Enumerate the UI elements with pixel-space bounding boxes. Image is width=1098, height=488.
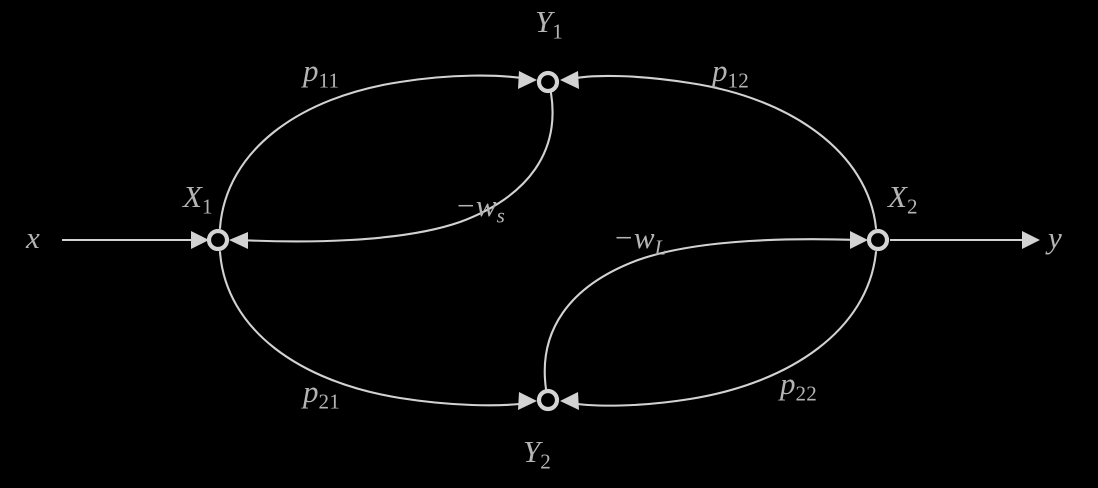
- edge-label-p12: p12: [712, 53, 749, 93]
- node-X2[interactable]: [866, 228, 890, 252]
- node-label-X1: X1: [183, 179, 213, 219]
- arrowhead-into-Y2-right: [560, 392, 579, 410]
- edge-curve-p22: [568, 250, 878, 407]
- edge-X1-to-Y1: [218, 71, 537, 230]
- edge-X1-to-Y2: [218, 250, 537, 410]
- edge-label-p11: p11: [303, 53, 340, 93]
- edge-curve-p11: [218, 74, 529, 230]
- edge-Y2-to-X2: [543, 231, 868, 391]
- node-label-Y2: Y2: [523, 434, 551, 474]
- edge-x-to-X1: [62, 231, 209, 249]
- node-Y2[interactable]: [536, 388, 560, 412]
- edge-label-minus-ws: −ws: [455, 188, 505, 228]
- edge-label-minus-wL: −wL: [613, 220, 667, 260]
- edge-curve-p12: [568, 74, 878, 230]
- arrowhead-into-Y1-left: [518, 71, 537, 89]
- edge-X2-to-Y1: [560, 71, 878, 230]
- node-label-X2: X2: [888, 179, 918, 219]
- node-X1[interactable]: [206, 228, 230, 252]
- arrowhead-into-y: [1022, 231, 1040, 249]
- node-label-Y1: Y1: [535, 4, 563, 44]
- edge-label-p21: p21: [303, 374, 340, 414]
- arrowhead-into-Y1-right: [560, 71, 579, 89]
- arrowhead-into-X2-left: [850, 231, 868, 249]
- output-label-y: y: [1048, 220, 1062, 255]
- edge-curve-minus-ws: [238, 91, 554, 243]
- edge-Y1-to-X1: [229, 91, 554, 249]
- node-Y1[interactable]: [536, 70, 560, 94]
- input-label-x: x: [26, 220, 40, 255]
- arrowhead-into-X1-left: [191, 231, 209, 249]
- arrowhead-into-Y2-left: [518, 392, 537, 410]
- edge-curve-minus-wL: [543, 238, 860, 391]
- edge-label-p22: p22: [780, 366, 817, 406]
- edge-X2-to-Y2: [560, 250, 878, 410]
- edge-X2-to-y: [890, 231, 1040, 249]
- arrowhead-into-X1-right: [229, 232, 248, 249]
- edge-curve-p21: [218, 250, 529, 407]
